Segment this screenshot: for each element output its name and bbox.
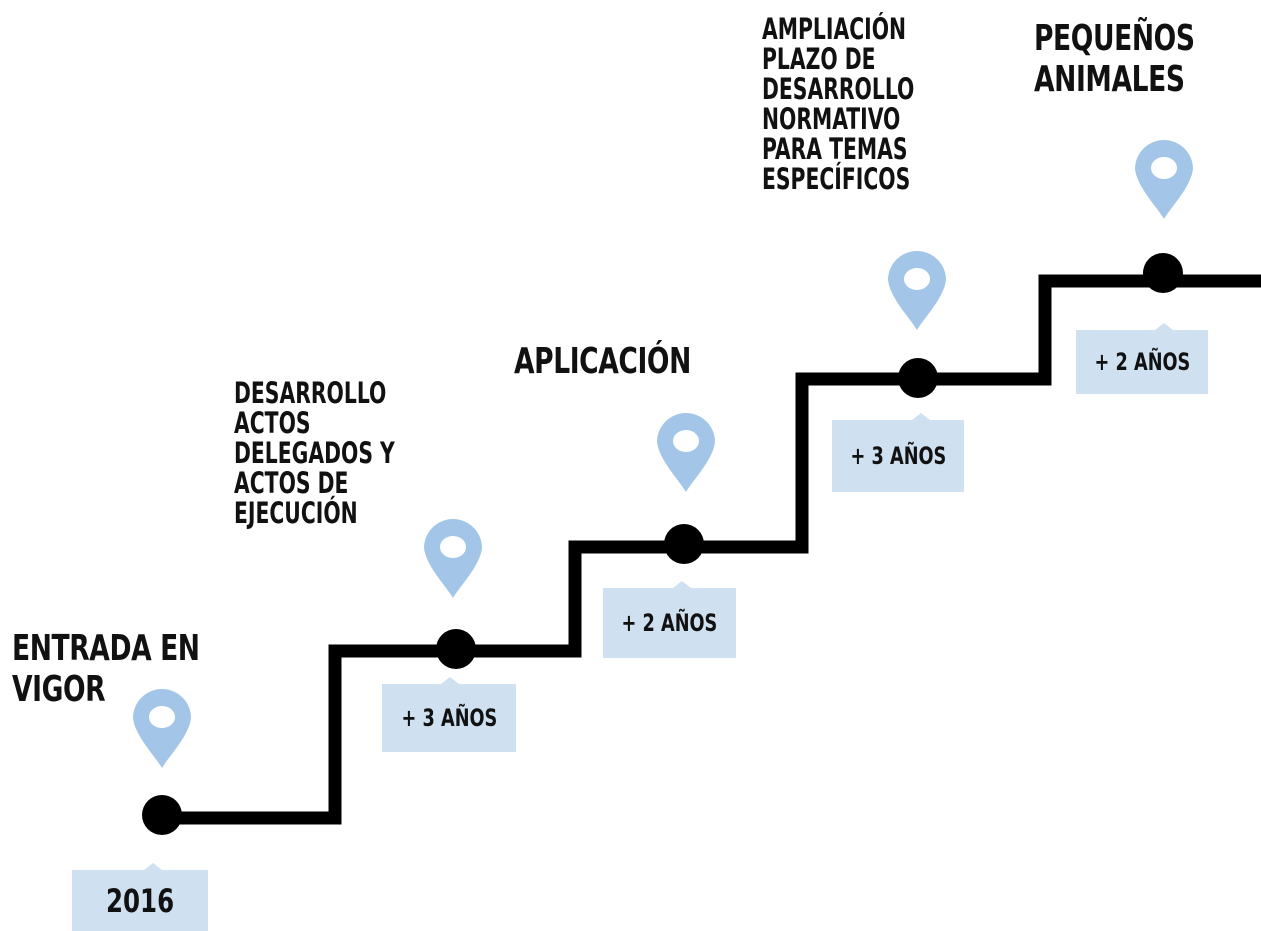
map-pin-shape [888,250,946,330]
tag-notch [144,863,162,870]
milestone-title-ampliacion: AMPLIACIÓN PLAZO DE DESARROLLO NORMATIVO… [762,14,914,194]
tag-label: + 3 AÑOS [850,442,946,470]
map-pin-icon [888,250,946,330]
title-line: ESPECÍFICOS [762,162,911,196]
title-line: EJECUCIÓN [234,496,358,530]
milestone-title-aplicacion: APLICACIÓN [514,341,691,382]
tag-notch [912,413,930,420]
timeline-node-entrada [142,795,182,835]
tag-notch [441,677,459,684]
milestone-title-desarrollo: DESARROLLO ACTOS DELEGADOS Y ACTOS DE EJ… [234,378,395,528]
tag-notch [1155,323,1173,330]
milestone-tag-aplicacion: + 2 AÑOS [603,588,736,658]
title-line: NORMATIVO [762,102,901,136]
title-line: DESARROLLO [234,376,387,410]
milestone-tag-desarrollo: + 3 AÑOS [382,684,516,752]
title-line: PARA TEMAS [762,132,908,166]
title-line: DELEGADOS Y [234,436,395,470]
title-line: ANIMALES [1034,59,1185,100]
tag-label: + 2 AÑOS [621,609,718,637]
milestone-tag-pequenos: + 2 AÑOS [1076,330,1208,394]
milestone-title-pequenos: PEQUEÑOS ANIMALES [1034,18,1195,100]
tag-label: 2016 [105,881,175,920]
map-pin-shape [657,412,715,492]
timeline-node-desarrollo [436,629,476,669]
title-line: VIGOR [12,669,106,710]
timeline-node-ampliacion [898,358,938,398]
map-pin-icon [133,688,191,768]
map-pin-icon [1135,139,1193,219]
title-line: AMPLIACIÓN [762,12,907,46]
timeline-node-aplicacion [664,524,704,564]
milestone-title-entrada: ENTRADA EN VIGOR [12,628,200,710]
title-line: PEQUEÑOS [1034,18,1195,59]
tag-notch [673,581,691,588]
map-pin-shape [133,688,191,768]
map-pin-icon [424,518,482,598]
title-line: ACTOS [234,406,311,440]
milestone-tag-entrada: 2016 [72,870,208,931]
map-pin-shape [424,518,482,598]
tag-label: + 3 AÑOS [401,704,497,732]
tag-label: + 2 AÑOS [1094,348,1190,376]
map-pin-shape [1135,139,1193,219]
timeline-node-pequenos [1143,253,1183,293]
title-line: APLICACIÓN [514,341,691,382]
title-line: DESARROLLO [762,72,915,106]
title-line: ACTOS DE [234,466,349,500]
map-pin-icon [657,412,715,492]
title-line: ENTRADA EN [12,628,200,669]
milestone-tag-ampliacion: + 3 AÑOS [832,420,964,492]
title-line: PLAZO DE [762,42,876,76]
